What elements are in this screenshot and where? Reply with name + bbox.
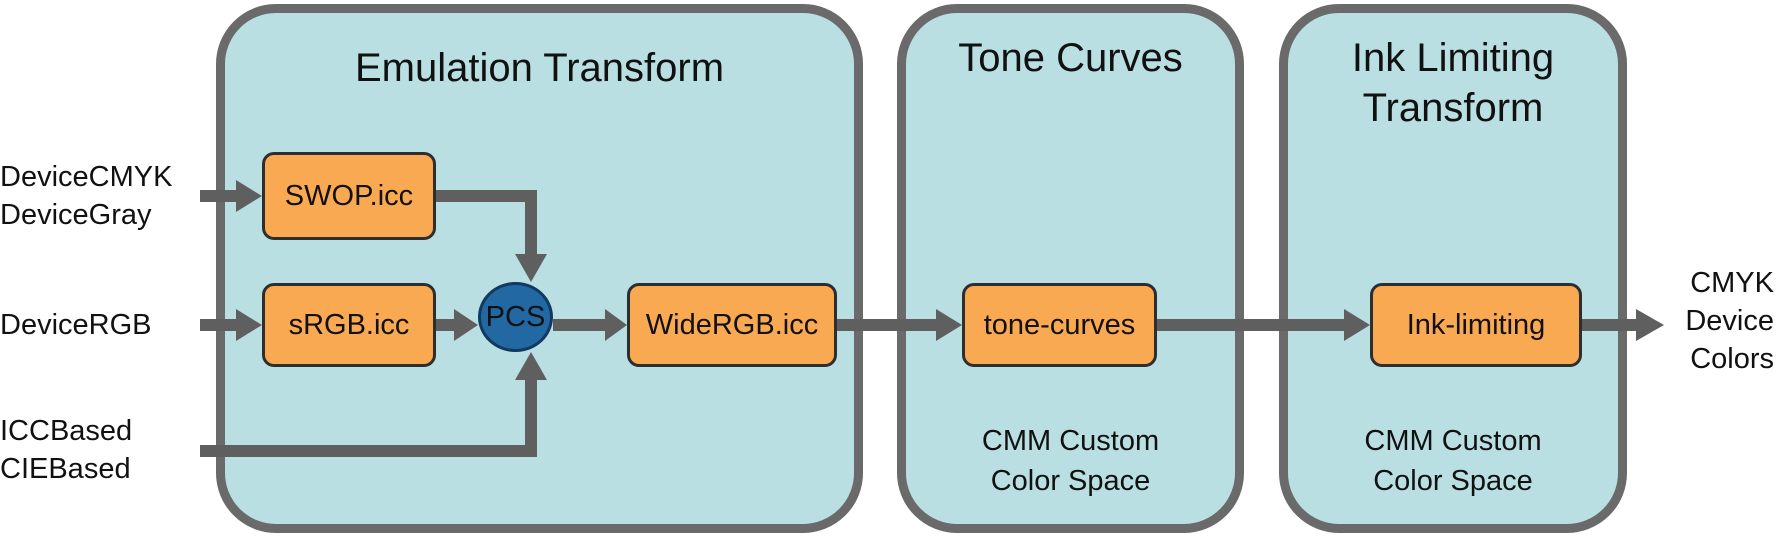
srgb-icc-node: sRGB.icc (262, 283, 436, 367)
arrow-swop-to-pcs (436, 190, 537, 254)
ink-limiting-node: Ink-limiting (1370, 283, 1582, 367)
input-label-icc-cie: ICCBased CIEBased (0, 415, 133, 485)
swop-icc-node: SWOP.icc (262, 152, 436, 240)
tone-curves-title: Tone Curves (958, 36, 1183, 80)
arrowhead (454, 309, 478, 341)
arrowhead (1636, 309, 1664, 341)
ink-limiting-title: Ink Limiting Transform (1351, 36, 1555, 130)
arrowhead (236, 180, 262, 212)
emulation-transform-stage: Emulation Transform (216, 4, 863, 533)
arrowhead (605, 309, 627, 341)
tone-curves-node: tone-curves (962, 283, 1157, 367)
input-label-cmyk-gray: DeviceCMYK DeviceGray (0, 161, 173, 231)
input-label-rgb: DeviceRGB (0, 309, 152, 341)
arrowhead (515, 254, 547, 282)
arrow-icc-to-pcs (200, 380, 537, 457)
pcs-node: PCS (478, 282, 553, 352)
widergb-icc-node: WideRGB.icc (627, 283, 837, 367)
arrowhead (936, 309, 962, 341)
arrowhead (236, 309, 262, 341)
arrowhead (1344, 309, 1370, 341)
arrowhead (515, 352, 547, 380)
ink-limiting-stage: Ink Limiting Transform CMM Custom Color … (1279, 4, 1627, 533)
tone-curves-stage: Tone Curves CMM Custom Color Space (897, 4, 1244, 533)
emulation-transform-title: Emulation Transform (354, 46, 725, 90)
ink-limiting-note: CMM Custom Color Space (1364, 425, 1542, 497)
tone-curves-note: CMM Custom Color Space (981, 425, 1160, 497)
output-label-cmyk: CMYK Device Colors (1685, 267, 1774, 375)
